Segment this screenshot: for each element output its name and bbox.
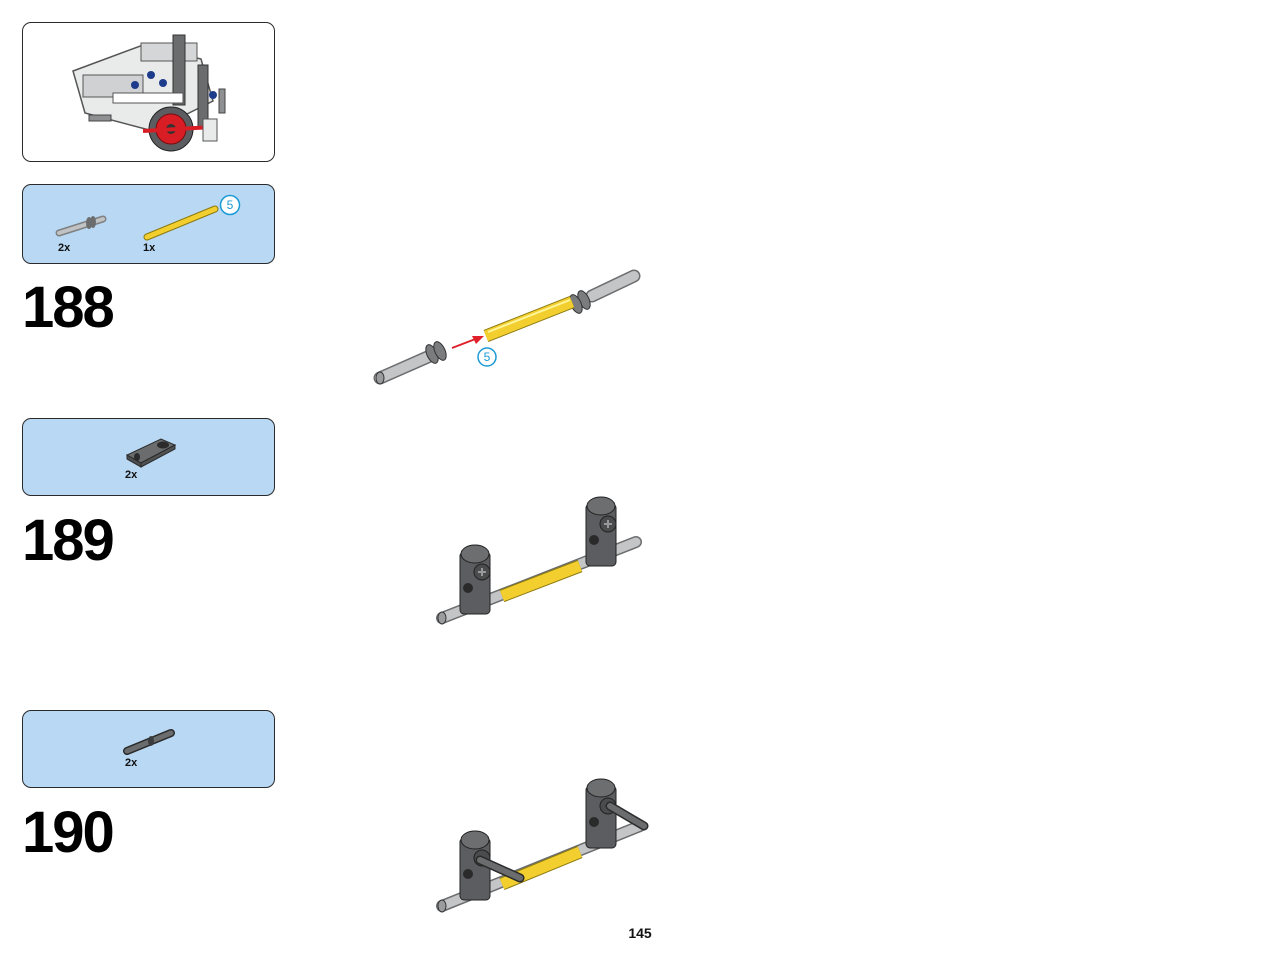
axle-length-callout: 5: [219, 194, 241, 216]
step-189-assembly: [436, 496, 642, 625]
axle-length-label: 5: [227, 198, 234, 212]
axle-length-label: 5: [484, 350, 491, 364]
step-188-assembly: 5: [373, 269, 641, 385]
parts-list-step-190: 2x: [22, 710, 275, 788]
dark-grey-cross-block-icon: [125, 438, 177, 468]
step-number-190: 190: [22, 800, 115, 865]
parts-list-step-189: 2x: [22, 418, 275, 496]
yellow-axle-5-icon: [143, 205, 219, 241]
subassembly-model-icon: [72, 34, 226, 152]
page-number: 145: [628, 925, 652, 941]
subassembly-preview: [22, 22, 275, 162]
dark-grey-axle-pin-icon: [123, 729, 175, 755]
step-number-188: 188: [22, 275, 115, 340]
step-number-189: 189: [22, 508, 115, 573]
grey-pin-with-bush-icon: [55, 215, 107, 237]
part-quantity: 2x: [58, 242, 71, 254]
parts-list-step-188: 2x 1x 5: [22, 184, 275, 264]
part-quantity: 2x: [125, 469, 138, 481]
axle-length-callout: 5: [477, 347, 497, 367]
part-quantity: 1x: [143, 242, 156, 254]
part-quantity: 2x: [125, 757, 138, 769]
step-190-assembly: [436, 778, 649, 913]
